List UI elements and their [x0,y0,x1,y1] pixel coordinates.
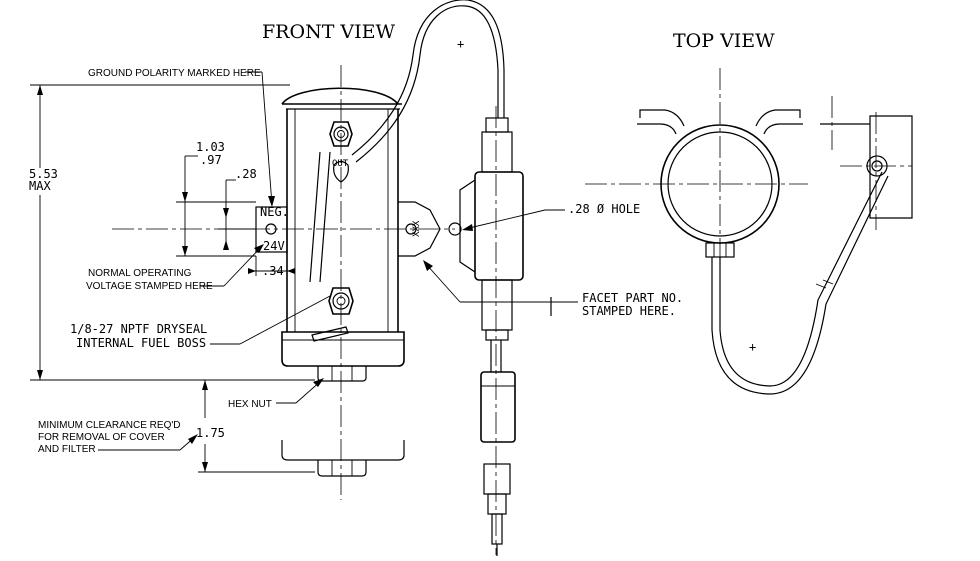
pump-body: OUT NEG. 24V XXX [112,65,455,500]
voltage-marking: 24V [263,239,285,253]
part-no-stamp: XXX [412,220,422,237]
hex-nut-label: HEX NUT [228,399,272,410]
inlet-fitting [311,287,354,342]
side-profile [448,106,552,556]
mounting-bracket-top [820,115,913,219]
front-wire-polarity: + [457,37,464,51]
offset-max-value: 1.03 [196,140,225,154]
out-marking: OUT [332,159,349,169]
front-view-title: FRONT VIEW [262,21,395,43]
clearance-dimension: 1.75 [196,379,315,473]
clearance-value: 1.75 [196,426,225,440]
mounting-bracket-front: XXX [398,201,441,257]
clearance-outline [281,440,405,461]
ground-polarity-label: GROUND POLARITY MARKED HERE [88,68,261,79]
offset-small-value: .28 [235,167,257,181]
left-terminal: NEG. 24V [255,205,289,253]
callouts: GROUND POLARITY MARKED HERE NORMAL OPERA… [38,68,683,455]
hex-nut-front [317,366,367,382]
voltage-label-line1: NORMAL OPERATING [88,268,192,279]
clearance-label-line1: MINIMUM CLEARANCE REQ'D [38,420,180,431]
voltage-label-line2: VOLTAGE STAMPED HERE [86,281,213,292]
hole-label: .28 Ø HOLE [568,202,640,216]
offset-dimensions: 1.03 .97 .28 .34 [176,140,295,278]
offset-min-value: .97 [200,153,222,167]
height-value: 5.53 [29,167,58,181]
height-note: MAX [29,179,51,193]
top-view-title: TOP VIEW [673,30,775,52]
part-no-label-line1: FACET PART NO. [582,291,683,305]
fuel-boss-label-line2: INTERNAL FUEL BOSS [76,336,206,350]
clearance-label-line2: FOR REMOVAL OF COVER [38,432,165,443]
fuel-boss-label-line1: 1/8-27 NPTF DRYSEAL [70,322,207,336]
bottom-cover [281,331,405,367]
top-cap-dome [281,87,399,105]
power-wire-front: + [351,0,505,163]
top-wire-polarity: + [749,340,756,354]
clearance-label-line3: AND FILTER [38,444,96,455]
outlet-fitting: OUT [329,121,353,183]
width-small-value: .34 [262,264,284,278]
top-view: + [585,68,913,395]
power-wire-top [719,171,883,387]
part-no-label-line2: STAMPED HERE. [582,304,676,318]
neg-marking: NEG. [260,205,289,219]
